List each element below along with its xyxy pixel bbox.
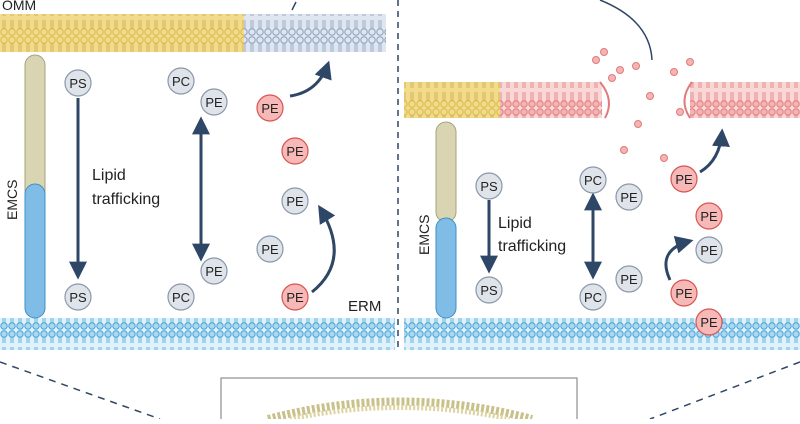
lipid-pc: PC	[167, 283, 195, 311]
pe-export-arrow-left	[289, 60, 332, 98]
lipid-pe: PE	[281, 187, 309, 215]
erm-label: ERM	[348, 298, 381, 315]
svg-text:PC: PC	[584, 290, 602, 305]
svg-text:PE: PE	[700, 243, 718, 258]
svg-text:PS: PS	[480, 179, 498, 194]
lipid-pe-pink: PE	[695, 202, 723, 230]
lipid-pe: PE	[256, 235, 284, 263]
svg-text:PE: PE	[205, 264, 223, 279]
lipid-trafficking-line1: Lipid	[92, 167, 126, 184]
omm-tick	[291, 1, 297, 11]
pe-export-arrow-right	[699, 128, 730, 174]
lipid-pc: PC	[579, 283, 607, 311]
zoom-connector	[0, 361, 800, 424]
omm-membrane-yellow	[0, 14, 244, 52]
svg-text:PC: PC	[172, 74, 190, 89]
inset-vesicle-arc	[266, 397, 534, 423]
svg-text:PE: PE	[675, 172, 693, 187]
svg-text:PC: PC	[584, 173, 602, 188]
lipid-pc: PC	[579, 166, 607, 194]
svg-text:PE: PE	[286, 144, 304, 159]
pe-up-arrow-right	[664, 235, 694, 281]
lipid-pe: PE	[200, 88, 228, 116]
lipid-pc: PC	[167, 67, 195, 95]
lipid-ps: PS	[64, 283, 92, 311]
omm-membrane-pink-left	[500, 82, 602, 118]
lipid-pe-pink: PE	[256, 94, 284, 122]
omm-curve-right	[599, 0, 653, 61]
svg-text:PS: PS	[69, 76, 87, 91]
svg-text:PE: PE	[675, 286, 693, 301]
omm-membrane-grayblue	[244, 14, 386, 52]
omm-rupture-left	[599, 81, 610, 119]
svg-text:PE: PE	[261, 242, 279, 257]
lipid-trafficking-line2: trafficking	[92, 191, 160, 208]
lipid-trafficking-line2: trafficking	[498, 238, 566, 255]
erm-membrane-right	[404, 318, 800, 350]
lipid-trafficking-label-right: Lipid trafficking	[498, 215, 566, 255]
svg-text:PE: PE	[620, 272, 638, 287]
svg-text:PS: PS	[69, 290, 87, 305]
lipid-ps: PS	[475, 172, 503, 200]
svg-text:PC: PC	[172, 290, 190, 305]
lipid-pe-pink: PE	[670, 165, 698, 193]
lipid-pe: PE	[615, 265, 643, 293]
lipid-pe-pink: PE	[281, 137, 309, 165]
lipid-trafficking-label-left: Lipid trafficking	[92, 167, 160, 208]
svg-text:PE: PE	[286, 290, 304, 305]
omm-rupture-right	[683, 81, 693, 119]
lipid-fragments	[592, 48, 694, 162]
omm-label: OMM	[2, 0, 36, 13]
emcs-label-left: EMCS	[4, 180, 20, 220]
svg-text:PE: PE	[261, 101, 279, 116]
lipid-pe-pink: PE	[670, 279, 698, 307]
svg-text:PE: PE	[205, 95, 223, 110]
emcs-tether-blue-right	[435, 217, 457, 319]
lipid-pe-pink: PE	[281, 283, 309, 311]
lipid-ps: PS	[64, 69, 92, 97]
emcs-tether-blue	[24, 183, 46, 319]
right-panel: EMCS Lipid trafficking PS PS PC PE PE PC…	[404, 0, 800, 350]
svg-text:PS: PS	[480, 283, 498, 298]
lipid-ps: PS	[475, 276, 503, 304]
pe-up-arrow-left	[311, 204, 336, 294]
omm-membrane-yellow-right	[404, 82, 500, 118]
lipid-pe: PE	[695, 236, 723, 264]
lipid-pe: PE	[615, 183, 643, 211]
svg-text:PE: PE	[700, 209, 718, 224]
emcs-label-right: EMCS	[416, 215, 432, 255]
omm-membrane-pink-right	[690, 82, 800, 118]
lipid-pe-pink: PE	[695, 308, 723, 336]
left-panel: OMM ERM EMCS Lipid trafficking PS PS PC …	[0, 0, 395, 350]
svg-text:PE: PE	[286, 194, 304, 209]
erm-membrane-left	[0, 318, 395, 350]
lipid-pe: PE	[200, 257, 228, 285]
zoom-dash-right	[649, 361, 800, 420]
emcs-tether-tan	[24, 54, 46, 201]
lipid-trafficking-line1: Lipid	[498, 215, 532, 232]
svg-text:PE: PE	[700, 315, 718, 330]
emcs-tether-tan-right	[435, 121, 457, 223]
svg-text:PE: PE	[620, 190, 638, 205]
zoom-dash-left	[0, 361, 161, 420]
